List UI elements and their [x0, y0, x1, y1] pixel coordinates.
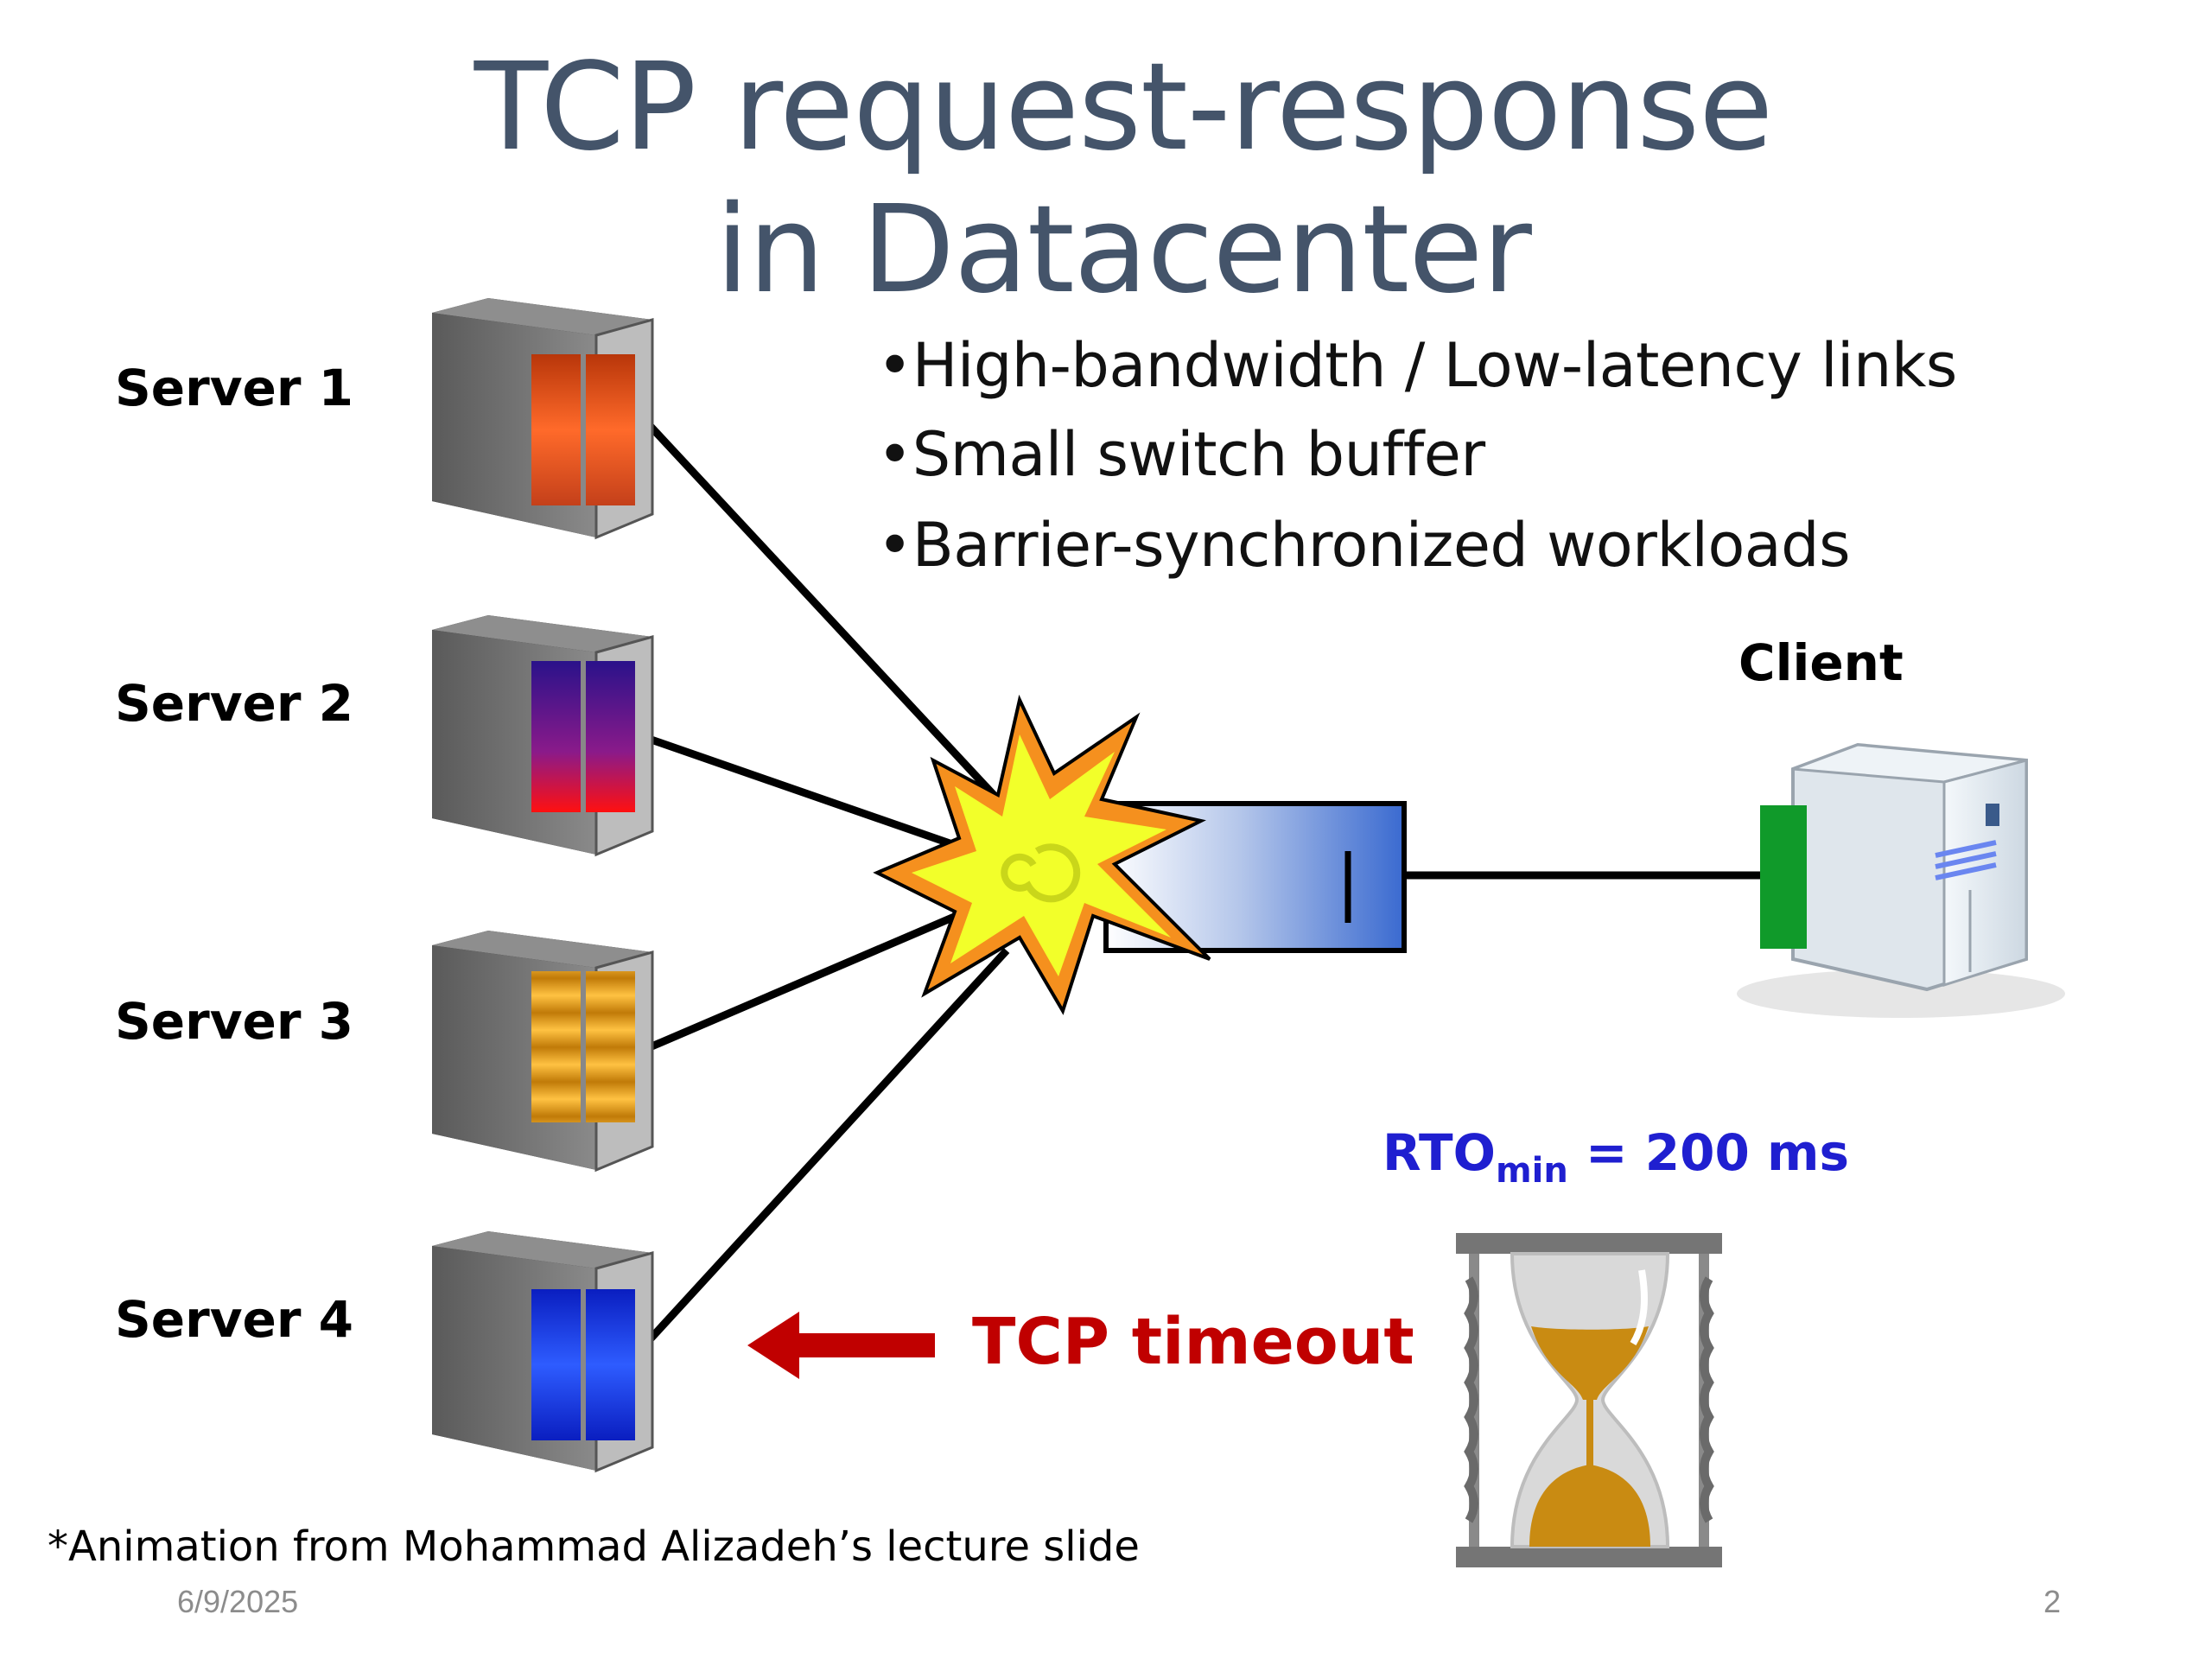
slide-title-line-2: in Datacenter: [715, 180, 1532, 321]
link-server-4: [640, 947, 1010, 1350]
tcp-timeout-label: TCP timeout: [972, 1305, 1414, 1379]
server-1-label: Server 1: [115, 359, 354, 417]
rto-value: = 200 ms: [1567, 1123, 1850, 1182]
server-icon: [432, 298, 654, 540]
client-computer-icon: [1737, 742, 2065, 1018]
server-icon: [432, 931, 654, 1173]
rto-min-label: RTOmin = 200 ms: [1382, 1123, 1849, 1191]
server-3-label: Server 3: [115, 992, 354, 1051]
hourglass-icon: [1456, 1233, 1722, 1567]
left-arrow-icon: [747, 1312, 935, 1379]
slide-date: 6/9/2025: [177, 1584, 299, 1619]
rto-subscript: min: [1495, 1151, 1568, 1191]
explosion-icon: [873, 694, 1211, 1015]
server-4-label: Server 4: [115, 1290, 354, 1349]
slide-number: 2: [2044, 1584, 2062, 1619]
slide-title-line-1: TCP request-response: [474, 37, 1774, 178]
footnote: *Animation from Mohammad Alizadeh’s lect…: [48, 1522, 1140, 1571]
rto-base: RTO: [1382, 1123, 1496, 1182]
bullet-item: •Small switch buffer: [877, 419, 1485, 490]
bullet-item: •Barrier-synchronized workloads: [877, 510, 1851, 581]
client-label: Client: [1738, 633, 1904, 692]
link-server-2: [642, 733, 974, 855]
link-server-1: [640, 416, 997, 798]
link-server-3: [642, 903, 978, 1054]
bullet-item: •High-bandwidth / Low-latency links: [877, 330, 1957, 401]
server-2-label: Server 2: [115, 674, 354, 733]
server-icon: [432, 1231, 654, 1473]
links: [640, 416, 1763, 1350]
server-icon: [432, 615, 654, 857]
